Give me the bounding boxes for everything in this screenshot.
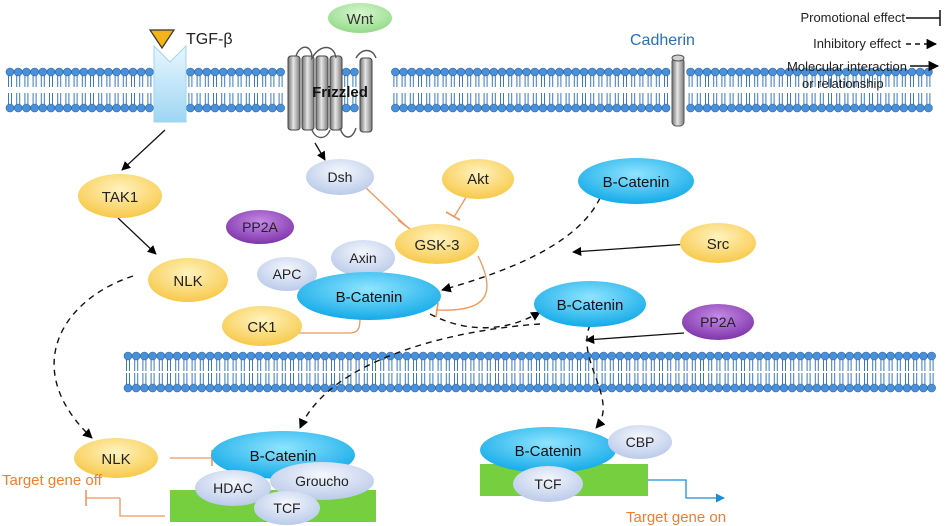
legend: Promotional effect Inhibitory effect Mol…	[787, 10, 941, 91]
akt-node	[442, 159, 514, 199]
plasma-membrane	[5, 67, 933, 113]
src-label: Src	[707, 236, 730, 253]
tcf-left-node	[254, 491, 320, 525]
arrow-tak1-to-nlk	[117, 217, 157, 255]
target-gene-off-label: Target gene off	[2, 472, 103, 489]
arrow-src	[572, 243, 689, 256]
bcatenin-top-right-label: B-Catenin	[603, 174, 670, 191]
nlk-bottom-label: NLK	[101, 451, 130, 468]
dashed-arrows	[53, 197, 606, 439]
legend-inhibitory-label: Inhibitory effect	[813, 36, 901, 51]
frizzled-label: Frizzled	[312, 84, 368, 101]
target-gene-on-label: Target gene on	[626, 509, 726, 526]
inhibit-dsh-gsk3	[364, 186, 406, 226]
bcatenin-nuc-right-label: B-Catenin	[515, 443, 582, 460]
gene-off-line	[119, 498, 165, 517]
pp2a-right-label: PP2A	[700, 314, 736, 330]
gsk3-label: GSK-3	[414, 237, 459, 254]
hdac-label: HDAC	[213, 480, 253, 496]
bcatenin-complex-label: B-Catenin	[336, 289, 403, 306]
pp2a-left-node	[226, 210, 294, 244]
legend-promotional-label: Promotional effect	[800, 10, 905, 25]
nuclear-membrane	[123, 351, 936, 393]
gsk3-node	[395, 224, 479, 264]
nlk-bottom-node	[74, 438, 158, 478]
bcatenin-nuc-right-node	[480, 427, 616, 473]
arrow-pp2a	[585, 332, 685, 344]
wnt-ligand: Wnt	[328, 3, 392, 33]
ck1-link	[278, 317, 361, 334]
inhibit-gsk3-complex	[435, 255, 488, 311]
src-node	[680, 223, 756, 263]
gene-on-arrow	[648, 479, 725, 503]
pp2a-right-node	[682, 304, 754, 340]
tgf-beta-label: TGF-β	[186, 31, 233, 48]
dsh-node	[306, 159, 374, 195]
tgf-beta-receptor	[153, 44, 187, 123]
tcf-right-label: TCF	[534, 476, 561, 492]
solid-arrows	[117, 129, 689, 344]
arrow-bcatenin-to-nucleus-left	[299, 323, 541, 429]
bcatenin-mid-node	[534, 281, 646, 327]
ck1-label: CK1	[247, 319, 276, 336]
cadherin-protein	[671, 54, 685, 127]
bcatenin-nuc-left-label: B-Catenin	[250, 448, 317, 465]
cbp-label: CBP	[626, 434, 655, 450]
nlk-top-label: NLK	[173, 273, 202, 290]
groucho-label: Groucho	[295, 473, 349, 489]
wnt-label: Wnt	[347, 11, 375, 28]
cadherin-label: Cadherin	[630, 32, 695, 49]
arrow-bcatenin-to-nucleus-right	[586, 324, 606, 429]
apc-node	[257, 257, 317, 291]
tak1-label: TAK1	[102, 189, 138, 206]
frizzled-receptor	[287, 46, 377, 139]
bcatenin-complex-node	[297, 272, 441, 320]
legend-molecular-label-1: Molecular interaction	[787, 59, 907, 74]
pp2a-left-label: PP2A	[242, 219, 278, 235]
inhibit-akt-gsk3-bar	[445, 211, 461, 221]
inhibit-gsk3-complex-bar	[435, 302, 439, 318]
arrow-bcatenin-to-complex	[441, 197, 601, 293]
inhibit-akt-gsk3	[453, 193, 469, 218]
arrow-nlk-to-nucleus	[53, 275, 134, 439]
bcatenin-mid-label: B-Catenin	[557, 297, 624, 314]
tak1-node	[78, 174, 162, 218]
legend-molecular-label-2: or relationship	[802, 76, 884, 91]
inhibit-dsh-gsk3-bar	[397, 219, 411, 230]
bcatenin-top-right-node	[578, 158, 694, 204]
hdac-node	[195, 470, 271, 506]
arrow-complex-to-bcatenin	[429, 311, 541, 329]
arrow-frizzled-to-dsh	[314, 142, 326, 161]
nlk-top-node	[148, 258, 228, 302]
tcf-left-label: TCF	[273, 500, 300, 516]
apc-label: APC	[273, 266, 302, 282]
ck1-node	[222, 306, 302, 346]
akt-label: Akt	[467, 171, 490, 188]
inhibition-lines	[85, 186, 488, 517]
axin-node	[331, 240, 395, 276]
cbp-node	[608, 425, 672, 459]
dsh-label: Dsh	[328, 169, 353, 185]
axin-label: Axin	[349, 250, 376, 266]
groucho-node	[270, 462, 374, 500]
tcf-right-node	[513, 466, 583, 502]
arrow-tgf-to-tak1	[121, 129, 166, 171]
tgf-beta-ligand	[148, 29, 176, 50]
